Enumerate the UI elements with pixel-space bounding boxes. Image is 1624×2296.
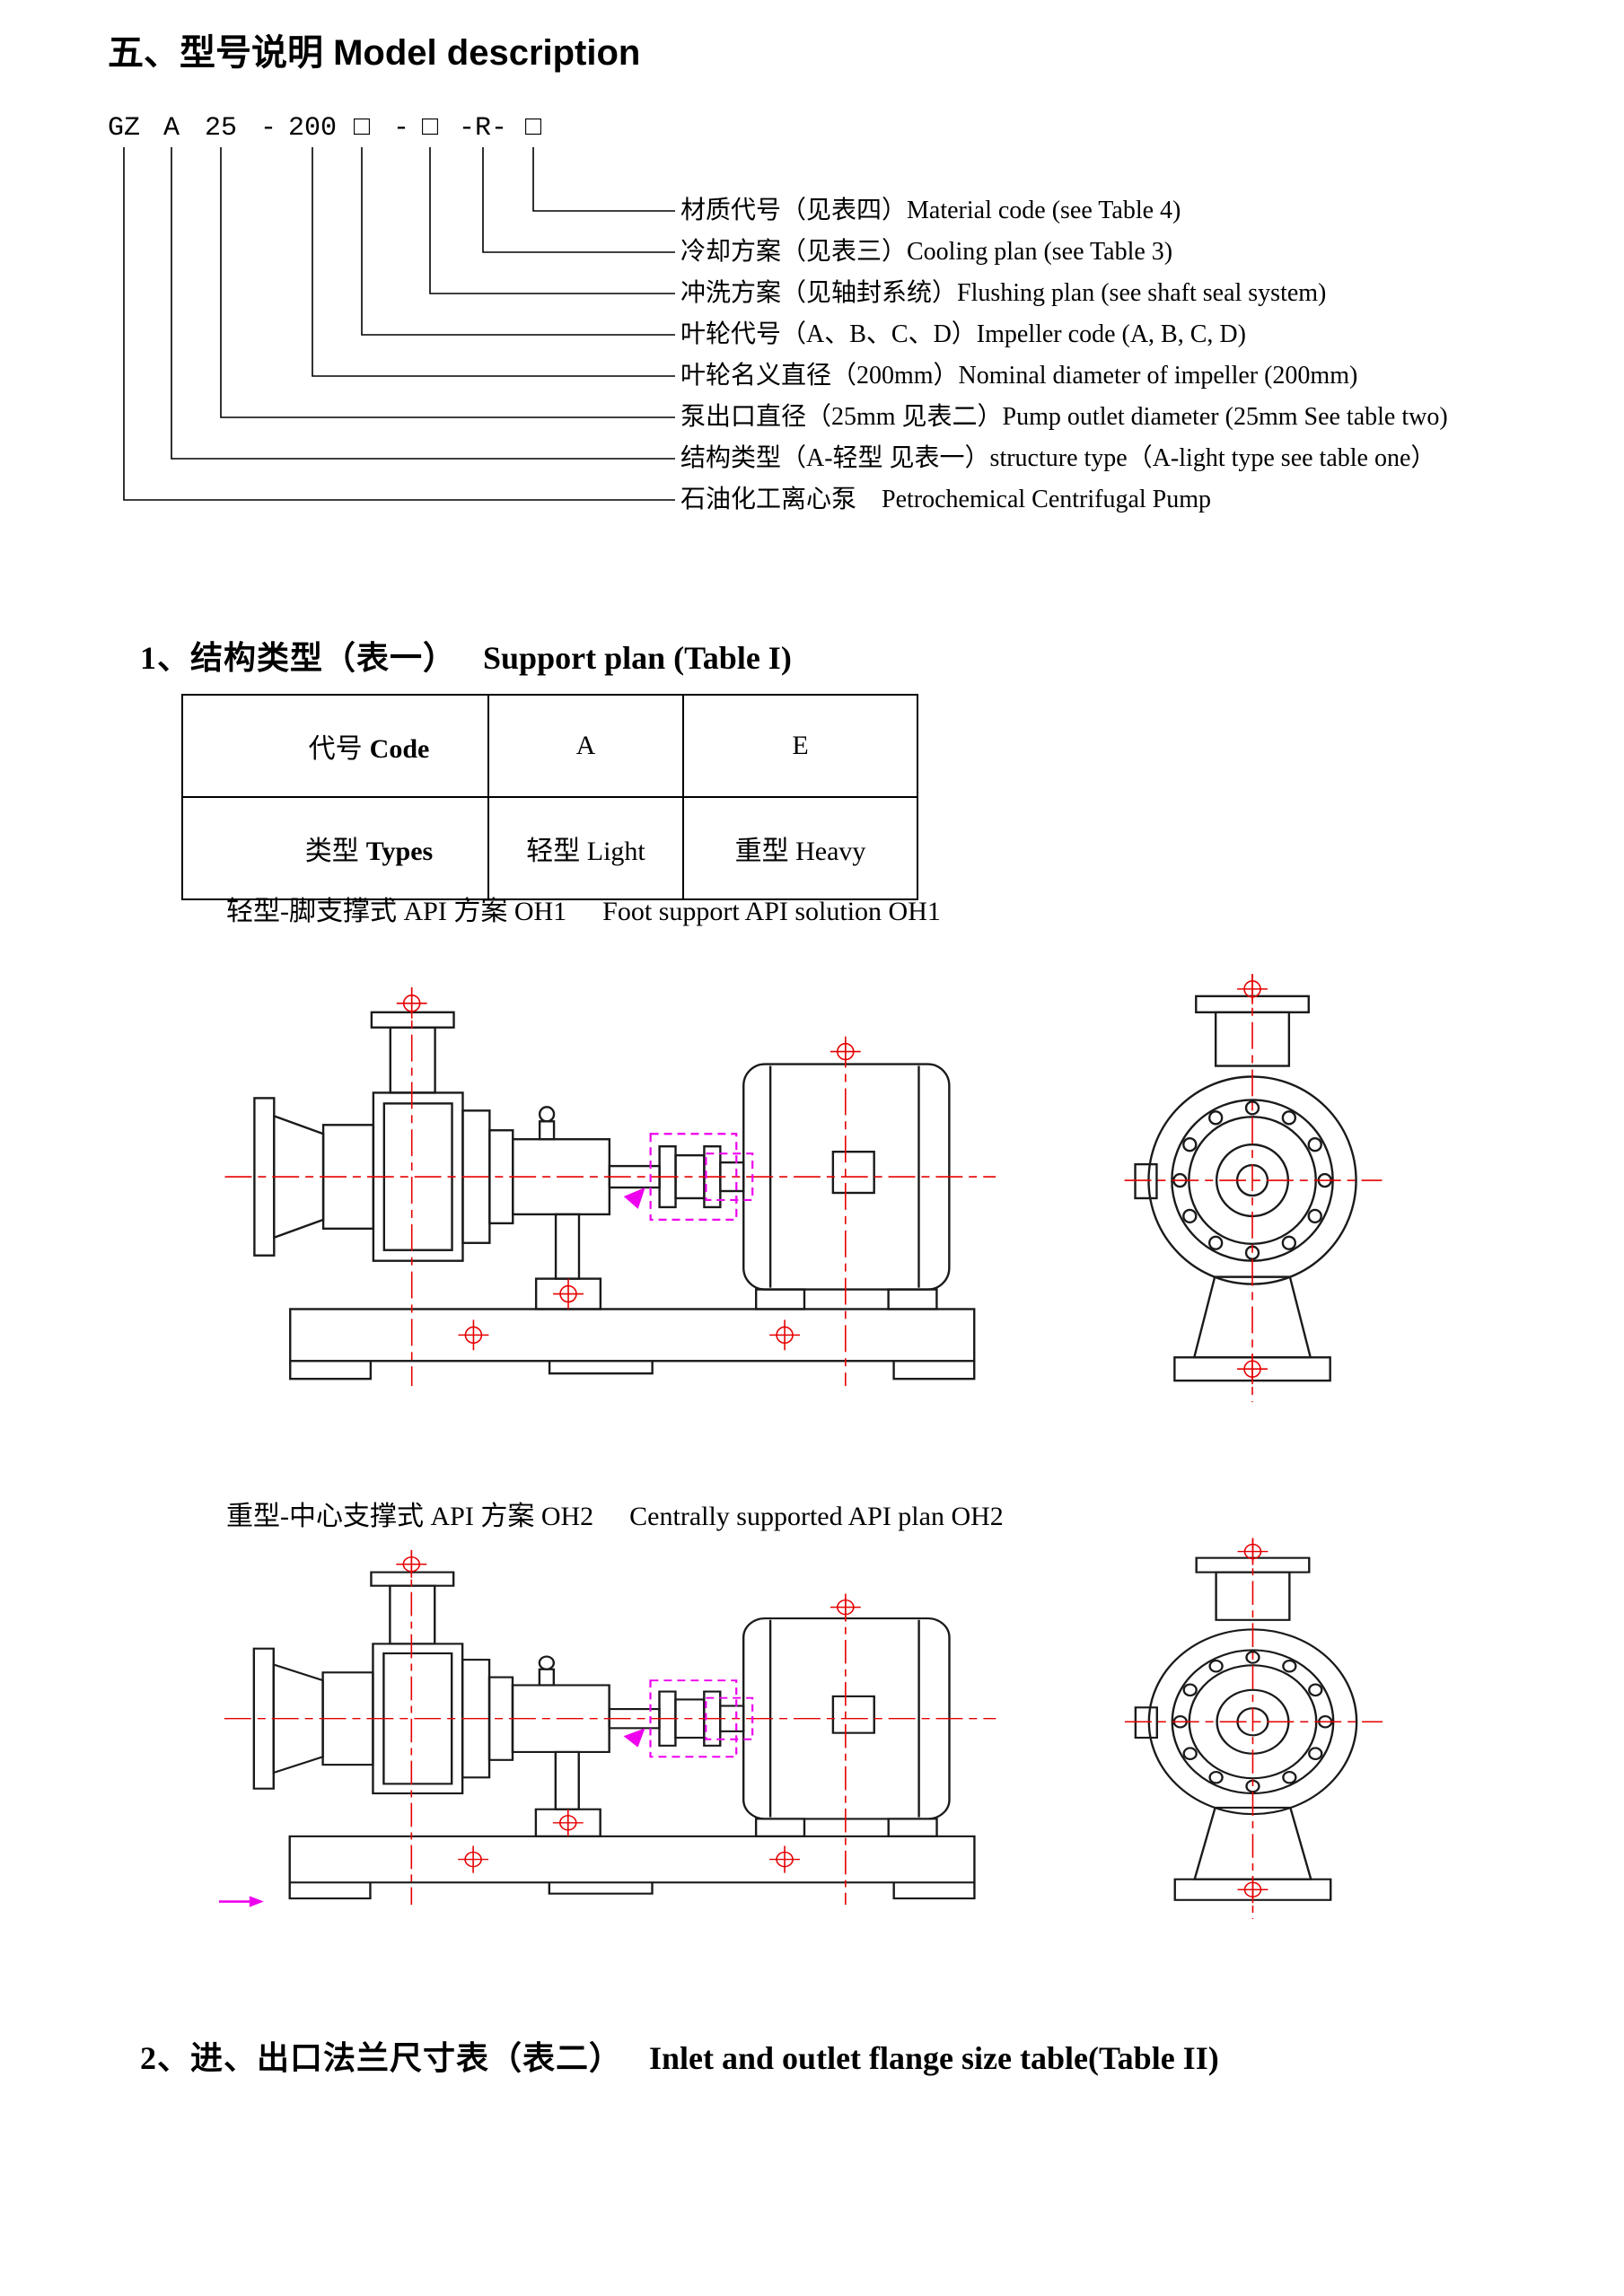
oh2-caption-zh: 重型-中心支撑式 API 方案 OH2: [226, 1502, 594, 1531]
pump-drawing-oh1: [205, 962, 1395, 1418]
flow-arrow-icon: [218, 1896, 264, 1907]
code-segment-series: GZ: [108, 113, 141, 144]
section2-heading-en: Inlet and outlet flange size table(Table…: [649, 2040, 1219, 2076]
section1-heading-en: Support plan (Table I): [483, 640, 792, 676]
code-segment-flush-plan-box: □: [422, 113, 439, 144]
cell-code-a: A: [487, 694, 684, 798]
label-pump-name: 石油化工离心泵 Petrochemical Centrifugal Pump: [680, 486, 1212, 513]
cell-code-e: E: [682, 694, 918, 798]
label-cooling-plan: 冷却方案（见表三）Cooling plan (see Table 3): [680, 238, 1173, 266]
code-segment-structure-type: A: [163, 113, 180, 144]
oh1-caption: 轻型-脚支撑式 API 方案 OH1 Foot support API solut…: [199, 858, 941, 959]
oh2-caption: 重型-中心支撑式 API 方案 OH2 Centrally supported A…: [199, 1463, 1004, 1564]
section1-heading: 1、结构类型（表一） Support plan (Table I): [108, 594, 792, 716]
code-header-zh: 代号: [308, 734, 363, 764]
label-flushing-plan: 冲洗方案（见轴封系统）Flushing plan (see shaft seal…: [680, 279, 1327, 307]
code-segment-impeller-diameter: 200: [288, 113, 338, 144]
section1-heading-zh: 1、结构类型（表一）: [140, 640, 457, 676]
section2-heading-zh: 2、进、出口法兰尺寸表（表二）: [140, 2040, 623, 2076]
section2-heading: 2、进、出口法兰尺寸表（表二） Inlet and outlet flange s…: [108, 1994, 1219, 2116]
cell-type-heavy: 重型 Heavy: [682, 796, 918, 900]
label-material-code: 材质代号（见表四）Material code (see Table 4): [680, 197, 1181, 224]
oh1-caption-en: Foot support API solution OH1: [602, 897, 941, 926]
model-code-diagram: GZ A 25 - 200 □ - □ -R- □ 材质代号（见表四）Mater…: [0, 0, 1624, 556]
label-impeller-diameter: 叶轮名义直径（200mm）Nominal diameter of impelle…: [680, 362, 1358, 390]
code-segment-outlet-diameter: 25: [205, 113, 238, 144]
oh1-caption-zh: 轻型-脚支撑式 API 方案 OH1: [226, 897, 567, 926]
code-segment-impeller-code-box: □: [354, 113, 371, 144]
model-code-labels: 材质代号（见表四）Material code (see Table 4) 冷却方…: [680, 190, 1448, 521]
code-header-en: Code: [369, 734, 430, 764]
types-header-zh: 类型: [304, 837, 359, 866]
connector-lines: [123, 147, 675, 501]
types-header-en: Types: [365, 837, 434, 866]
code-segment-material-code-box: □: [525, 113, 542, 144]
cell-type-light: 轻型 Light: [487, 796, 684, 900]
oh2-caption-en: Centrally supported API plan OH2: [629, 1502, 1004, 1531]
pump-drawing-oh2: [218, 1528, 1395, 1933]
code-segment-cooling-plan: -R-: [459, 113, 508, 144]
page-title: 五、型号说明 Model description: [108, 33, 641, 73]
label-outlet-diameter: 泵出口直径（25mm 见表二）Pump outlet diameter (25m…: [680, 403, 1448, 431]
label-structure-type: 结构类型（A-轻型 见表一）structure type（A-light typ…: [680, 444, 1436, 472]
label-impeller-code: 叶轮代号（A、B、C、D）Impeller code (A, B, C, D): [680, 320, 1246, 348]
code-segment-dash2: -: [393, 113, 410, 144]
code-segment-dash1: -: [260, 113, 277, 144]
